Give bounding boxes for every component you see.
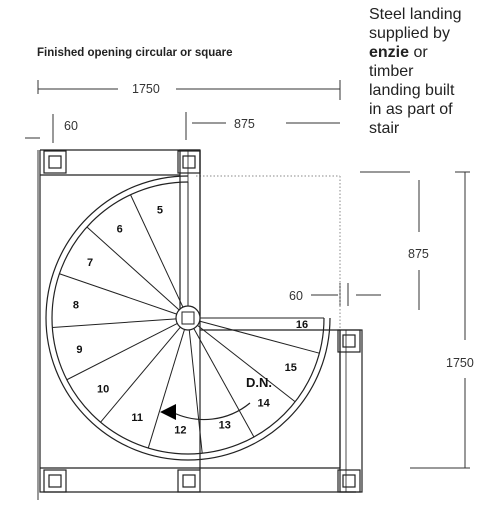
dimension-half-height-label: 875: [408, 247, 429, 261]
dimension-half-height: [360, 171, 420, 310]
tread-line: [197, 320, 320, 354]
post-right-top: [337, 329, 361, 353]
post-bottom-left-inner: [48, 474, 62, 488]
step-number: 15: [285, 362, 297, 374]
post-bottom-mid: [177, 469, 201, 493]
step-number: 6: [117, 224, 123, 236]
spiral-stair: 5 6 7 8 9 10 11 12 13 14 15 16: [45, 175, 331, 461]
dimension-post-left-label: 60: [64, 119, 78, 133]
step-number: 5: [157, 204, 163, 216]
dimension-height-total: [410, 171, 470, 469]
direction-arc: [171, 402, 251, 421]
tread-line: [86, 226, 181, 312]
opening-outline: [196, 175, 341, 330]
post-right-top-inner: [342, 334, 356, 348]
dimension-width-total: [37, 80, 341, 100]
dimension-half-width-label: 875: [234, 117, 255, 131]
tread-line: [52, 318, 179, 328]
dimension-width-total-label: 1750: [132, 82, 160, 96]
tread-line: [66, 322, 180, 381]
landing-note-line7: stair: [369, 120, 400, 137]
center-column: [175, 305, 201, 331]
landing-note-line6: in as part of: [369, 101, 453, 118]
landing-note-line1: Steel landing: [369, 6, 462, 23]
step-number: 8: [73, 299, 79, 311]
landing-note-line3: or: [409, 44, 428, 61]
dimension-half-width: [185, 112, 340, 140]
handrail-outer: [45, 175, 331, 461]
tread-line: [100, 325, 182, 423]
post-top-mid-inner: [182, 155, 196, 169]
step-number: 9: [76, 344, 82, 356]
corner-posts: [43, 150, 361, 493]
landing-note: Steel landing supplied by enzie or timbe…: [369, 5, 501, 138]
step-number: 11: [131, 412, 143, 424]
step-number: 13: [219, 420, 231, 432]
tread-line: [195, 323, 296, 403]
post-bottom-mid-inner: [182, 474, 196, 488]
center-column-core: [181, 311, 195, 325]
landing-note-line5: landing built: [369, 82, 455, 99]
dimension-post-right-label: 60: [289, 289, 303, 303]
post-top-left: [43, 150, 67, 174]
landing-note-line2: supplied by: [369, 25, 450, 42]
step-number: 16: [296, 319, 308, 331]
tread-line: [188, 327, 203, 454]
post-bottom-left: [43, 469, 67, 493]
landing-note-line4: timber: [369, 63, 414, 80]
step-number: 14: [257, 398, 270, 410]
post-top-left-inner: [48, 155, 62, 169]
step-number: 12: [174, 425, 186, 437]
dimension-post-right: [311, 283, 381, 306]
step-number: 10: [97, 383, 109, 395]
post-top-mid: [177, 150, 201, 174]
dimension-height-total-label: 1750: [446, 356, 474, 370]
tread-line: [192, 326, 255, 438]
diagram-title: Finished opening circular or square: [37, 47, 233, 59]
dimension-post-left: [25, 114, 54, 143]
handrail-inner: [51, 181, 325, 455]
direction-label: D.N.: [246, 375, 272, 390]
tread-line: [130, 194, 185, 310]
step-number: 7: [87, 257, 93, 269]
direction-arrow-icon: [160, 404, 176, 420]
post-bottom-right-inner: [342, 474, 356, 488]
landing-note-brand: enzie: [369, 44, 410, 61]
tread-line: [59, 273, 179, 316]
tread-line: [147, 327, 186, 449]
post-bottom-right: [337, 469, 361, 493]
